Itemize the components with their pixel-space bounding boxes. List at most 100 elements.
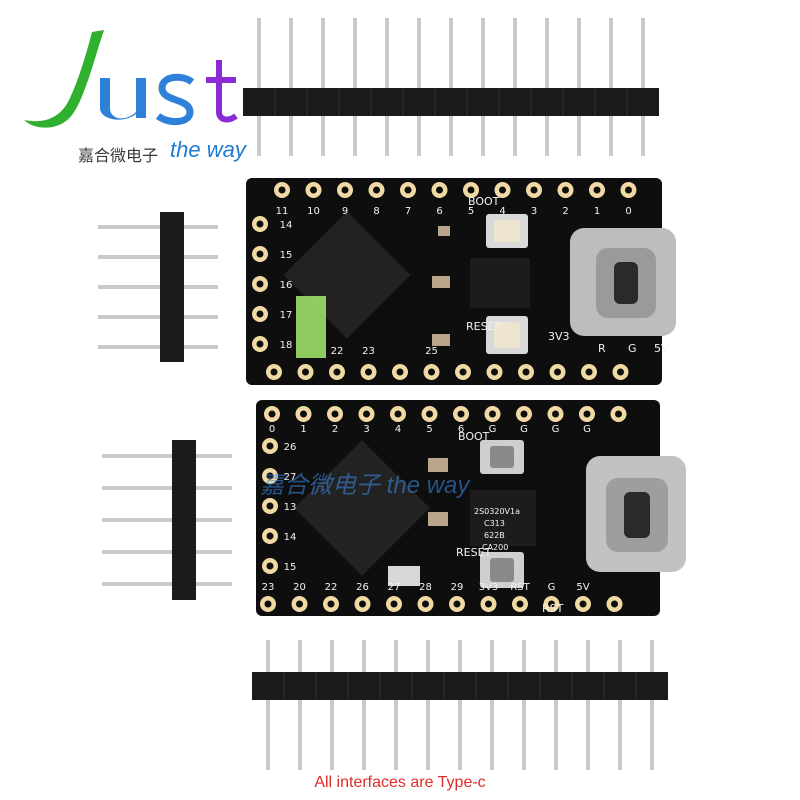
silk-label: RESET — [456, 546, 492, 559]
header-pin — [650, 640, 654, 770]
header-pin — [618, 640, 622, 770]
pin-label: 26 — [356, 582, 369, 593]
flash-chip-2 — [470, 490, 536, 546]
pin-label: 3V3 — [479, 582, 499, 593]
silk-label: 622B — [484, 531, 505, 540]
pin-label: 0 — [269, 424, 275, 435]
header-body — [172, 440, 196, 600]
silk-label: RST — [542, 602, 564, 615]
pin-label: 23 — [262, 582, 275, 593]
header-pin — [102, 454, 232, 458]
header-body — [160, 212, 184, 362]
pin-label: 11 — [276, 206, 289, 217]
pin-label: 26 — [284, 442, 297, 453]
pin-label: 5 — [468, 206, 474, 217]
pin-label: 14 — [280, 220, 293, 231]
pin-label: 2 — [562, 206, 568, 217]
header-pin — [641, 18, 645, 156]
pin-label: 7 — [405, 206, 411, 217]
header-pin — [102, 582, 232, 586]
pin-label: 16 — [280, 280, 293, 291]
pin-label: 28 — [419, 582, 432, 593]
header-body — [252, 672, 668, 700]
silk-label: 2S0320V1a — [474, 507, 520, 516]
pin-label: 1 — [594, 206, 600, 217]
pin-label: 27 — [284, 472, 297, 483]
header-pin — [298, 640, 302, 770]
pin-label: 20 — [293, 582, 306, 593]
pin-label: 6 — [458, 424, 464, 435]
pin-label: 4 — [395, 424, 401, 435]
watermark-text: 嘉合微电子 the way — [260, 472, 470, 499]
pin-label: 17 — [280, 310, 293, 321]
silk-label: RESET — [466, 320, 502, 333]
header-pin — [102, 550, 232, 554]
pin-label: 8 — [373, 206, 379, 217]
logo-chinese: 嘉合微电子 — [78, 146, 159, 165]
pin-label: G — [489, 424, 497, 435]
header-pin — [257, 18, 261, 156]
header-pin — [545, 18, 549, 156]
header-pin — [577, 18, 581, 156]
header-pin — [609, 18, 613, 156]
pin-label: RST — [510, 582, 530, 593]
silk-label: C313 — [484, 519, 505, 528]
header-pin — [98, 255, 218, 259]
pin-label: 6 — [436, 206, 442, 217]
pin-label: G — [583, 424, 591, 435]
header-pin — [481, 18, 485, 156]
pin-label: 2 — [332, 424, 338, 435]
silk-label: G — [628, 342, 637, 355]
header-pin — [417, 18, 421, 156]
logo-tagline: the way — [170, 137, 246, 162]
header-pin — [554, 640, 558, 770]
pin-label: 22 — [331, 346, 344, 357]
pin-header-top — [243, 18, 659, 156]
pin-label: 29 — [451, 582, 464, 593]
header-pin — [102, 486, 232, 490]
pin-label: 1 — [300, 424, 306, 435]
header-pin — [289, 18, 293, 156]
logo-just — [24, 30, 238, 128]
pin-label: G — [552, 424, 560, 435]
header-pin — [98, 225, 218, 229]
pin-label: 3 — [531, 206, 537, 217]
header-pin — [394, 640, 398, 770]
silk-label: BOOT — [458, 430, 490, 443]
silk-label: R — [598, 342, 606, 355]
header-pin — [102, 518, 232, 522]
header-pin — [98, 315, 218, 319]
header-body — [243, 88, 659, 116]
header-pin — [458, 640, 462, 770]
pin-label: 15 — [280, 250, 293, 261]
pin-label: G — [548, 582, 556, 593]
pin-label: 15 — [284, 562, 297, 573]
header-pin — [98, 345, 218, 349]
pin-label: 5V — [576, 582, 589, 593]
header-pin — [449, 18, 453, 156]
pin-label: G — [520, 424, 528, 435]
crystal — [388, 566, 420, 586]
header-pin — [266, 640, 270, 770]
header-pin — [330, 640, 334, 770]
pin-label: 25 — [425, 346, 438, 357]
pin-label: 18 — [280, 340, 293, 351]
caption: All interfaces are Type-c — [314, 774, 486, 791]
pin-header-bottom — [252, 640, 668, 770]
pin-header-left-1 — [98, 212, 218, 362]
header-pin — [426, 640, 430, 770]
pin-label: 14 — [284, 532, 297, 543]
header-pin — [586, 640, 590, 770]
flash-chip — [470, 258, 530, 308]
header-pin — [353, 18, 357, 156]
header-pin — [385, 18, 389, 156]
pin-label: 13 — [284, 502, 297, 513]
pin-label: 5 — [426, 424, 432, 435]
pin-label: 27 — [388, 582, 401, 593]
header-pin — [522, 640, 526, 770]
pin-label: 22 — [325, 582, 338, 593]
silk-label: 5V — [654, 342, 669, 355]
pin-label: 9 — [342, 206, 348, 217]
